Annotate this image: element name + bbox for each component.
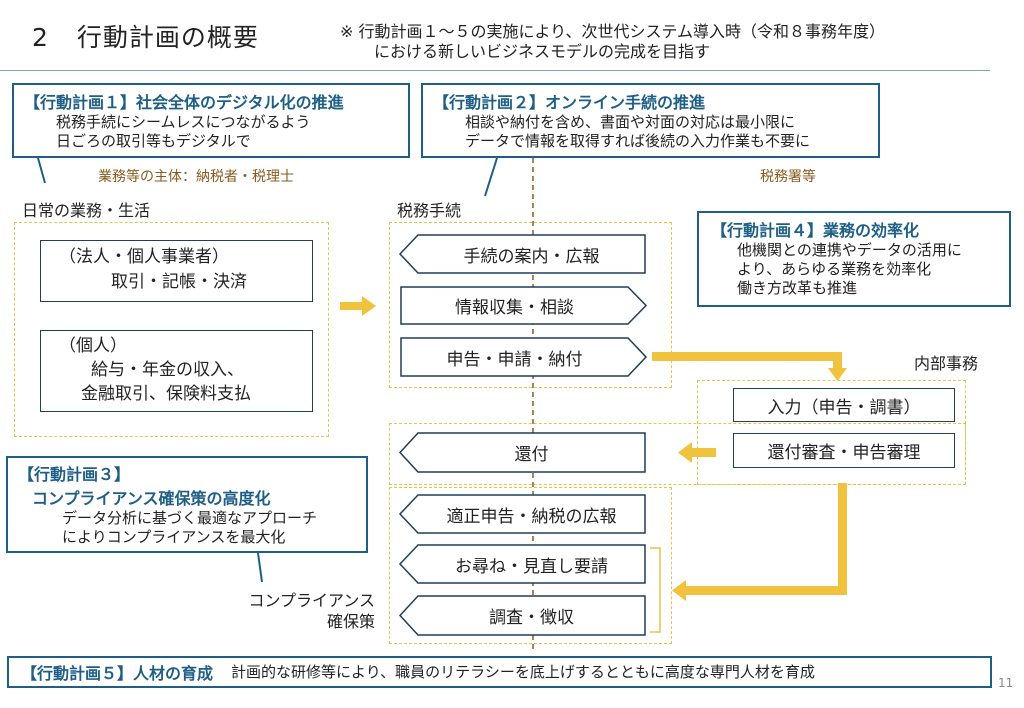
header-note: ※ 行動計画１～５の実施により、次世代システム導入時（令和８事務年度） における… [340,22,885,62]
header-rule [0,70,990,71]
plan2-box: 【行動計画２】オンライン手続の推進 相談や納付を含め、書面や対面の対応は最小限に… [421,83,880,158]
plan5-heading: 【行動計画５】人材の育成 [21,664,214,683]
corporate-title: （法人・個人事業者） [59,247,229,267]
internal-input-box: 入力（申告・調書） [733,388,955,422]
page-number: 11 [998,676,1014,690]
plan1-line2: 日ごろの取引等もデジタルで [56,132,251,150]
plan5-text: 計画的な研修等により、職員のリテラシーを底上げするとともに高度な専門人材を育成 [231,662,815,681]
refund-shape [398,432,646,473]
compliance-label-2: 確保策 [326,612,375,631]
internal-affairs-label: 内部事務 [914,354,979,373]
plan3-box: 【行動計画３】 コンプライアンス確保策の高度化 データ分析に基づく最適なアプロー… [6,456,368,553]
note-line-1: ※ 行動計画１～５の実施により、次世代システム導入時（令和８事務年度） [340,22,886,41]
plan3-heading-1: 【行動計画３】 [18,465,131,484]
plan1-connector [37,157,46,184]
plan3-heading-2: コンプライアンス確保策の高度化 [32,489,271,508]
refund-label: 還付 [514,445,549,465]
plan2-connector [484,157,498,197]
compliance-area [389,487,672,644]
individual-box: （個人） 給与・年金の収入、 金融取引、保険料支払 [40,330,313,412]
title-text: 行動計画の概要 [76,23,259,52]
daily-area [14,222,329,437]
compliance-bracket [650,547,661,633]
procedures-area [389,222,672,388]
plan2-heading: 【行動計画２】オンライン手続の推進 [433,93,706,112]
compliance-publicity: 適正申告・納税の広報 [446,506,617,527]
daily-business-label: 日常の業務・生活 [22,201,151,220]
actor-taxpayer-label: 業務等の主体：納税者・税理士 [98,169,294,185]
plan4-box: 【行動計画４】業務の効率化 他機関との連携やデータの活用に より、あらゆる業務を… [697,211,1011,307]
plan2-line2: データで情報を取得すれば後続の入力作業も不要に [465,132,811,150]
corporate-items: 取引・記帳・決済 [111,272,247,292]
actor-office-label: 税務署等 [760,169,816,185]
plan1-box: 【行動計画１】社会全体のデジタル化の推進 税務手続にシームレスにつながるよう 日… [12,83,410,158]
procedure-guidance: 手続の案内・広報 [463,246,600,267]
plan4-line1: 他機関との連携やデータの活用に [737,241,962,259]
procedure-shape-guidance [398,234,646,274]
arrow-internal-to-refund [678,442,716,463]
compliance-shape-inquiry [398,544,646,584]
individual-title: （個人） [59,336,127,356]
compliance-inquiry: お尋ね・見直し要請 [455,556,608,577]
procedure-filing: 申告・申請・納付 [446,349,583,370]
plan3-line1: データ分析に基づく最適なアプローチ [62,509,318,527]
procedure-shape-filing [400,337,648,377]
internal-area [697,380,966,485]
procedure-consult: 情報収集・相談 [455,298,574,318]
individual-line2: 金融取引、保険料支払 [81,384,251,404]
compliance-shape-publicity [398,494,646,534]
plan4-line3: 働き方改革も推進 [737,279,858,297]
section-number: 2 [32,23,49,52]
internal-review-box: 還付審査・申告審理 [733,433,955,468]
tax-procedures-label: 税務手続 [397,201,462,220]
compliance-shape-audit [398,595,646,636]
note-line-2: における新しいビジネスモデルの完成を目指す [374,42,711,61]
plan3-line2: によりコンプライアンスを最大化 [62,528,286,546]
compliance-label: コンプライアンス 確保策 [225,590,375,632]
plan4-line2: より、あらゆる業務を効率化 [737,260,932,278]
plan1-heading: 【行動計画１】社会全体のデジタル化の推進 [24,93,344,112]
plan1-line1: 税務手続にシームレスにつながるよう [56,113,311,131]
procedure-shape-consult [400,286,648,325]
compliance-audit: 調査・徴収 [489,608,574,628]
compliance-label-1: コンプライアンス [248,591,375,610]
plan5-box: 【行動計画５】人材の育成 計画的な研修等により、職員のリテラシーを底上げするとと… [7,656,992,688]
arrow-internal-to-compliance [672,483,847,601]
page-title: 2 行動計画の概要 [32,18,259,54]
individual-line1: 給与・年金の収入、 [91,360,244,380]
plan2-line1: 相談や納付を含め、書面や対面の対応は最小限に [465,113,796,131]
arrow-filing-to-internal [652,352,847,381]
plan3-connector [257,552,263,583]
corporate-box: （法人・個人事業者） 取引・記帳・決済 [40,240,313,302]
plan4-heading: 【行動計画４】業務の効率化 [711,221,920,240]
arrow-daily-to-procedures [340,296,376,316]
